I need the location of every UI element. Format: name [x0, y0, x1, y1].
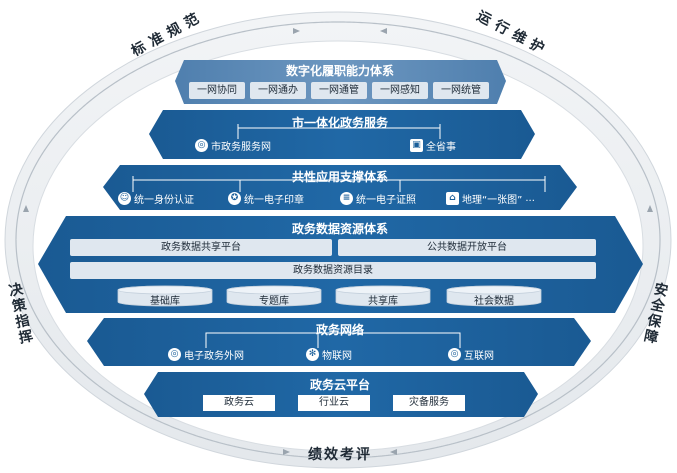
globe-icon: ◎ [195, 139, 208, 152]
license-icon: ≡ [340, 192, 353, 205]
cloud-item: 行业云 [298, 395, 370, 411]
capability-title: 数字化履职能力体系 [285, 64, 394, 78]
cloud-title: 政务云平台 [309, 378, 370, 392]
map-icon: ⌂ [446, 192, 459, 205]
capability-item: 一网通办 [250, 82, 306, 99]
cloud-item: 灾备服务 [393, 395, 465, 411]
common-support-item: ⌂ 地理“一张图” ... [446, 191, 535, 206]
data-resource-title: 政务数据资源体系 [291, 222, 388, 236]
capability-item: 一网统管 [433, 82, 489, 99]
iot-icon: ✻ [306, 348, 319, 361]
globe-icon: ◎ [168, 348, 181, 361]
layer-network-shape [87, 318, 591, 366]
database-cylinder-top [226, 285, 322, 295]
database-label: 基础库 [150, 296, 180, 307]
common-support-title: 共性应用支撑体系 [291, 170, 388, 184]
database-label: 社会数据 [474, 296, 514, 307]
common-support-item: ≡ 统一电子证照 [340, 191, 416, 206]
database-cylinder-top [117, 285, 213, 295]
database-label: 专题库 [259, 296, 289, 307]
data-platform: 政务数据共享平台 [70, 239, 332, 256]
network-title: 政务网络 [315, 323, 364, 337]
capability-item: 一网通管 [311, 82, 367, 99]
capability-item: 一网协同 [189, 82, 245, 99]
network-item: ◎ 互联网 [448, 347, 494, 362]
data-platform: 公共数据开放平台 [338, 239, 596, 256]
database-cylinder-top [335, 285, 431, 295]
layer-gov-service-shape [149, 110, 535, 159]
common-support-ellipsis: ... [525, 193, 535, 204]
data-catalog: 政务数据资源目录 [70, 262, 596, 279]
gov-service-title: 市一体化政务服务 [291, 116, 388, 130]
gov-service-item: ▣ 全省事 [410, 138, 456, 153]
ring-label-performance: 绩效考评 [308, 447, 372, 463]
seal-icon: ✪ [228, 192, 241, 205]
network-item: ✻ 物联网 [306, 347, 352, 362]
cloud-item: 政务云 [203, 395, 275, 411]
database-label: 共享库 [368, 296, 398, 307]
database-cylinder-top [446, 285, 542, 295]
user-icon: ☺ [118, 192, 131, 205]
app-icon: ▣ [410, 139, 423, 152]
network-item: ◎ 电子政务外网 [168, 347, 244, 362]
common-support-item: ✪ 统一电子印章 [228, 191, 304, 206]
capability-item: 一网感知 [372, 82, 428, 99]
gov-service-item: ◎ 市政务服务网 [195, 138, 271, 153]
common-support-item: ☺ 统一身份认证 [118, 192, 194, 206]
globe-icon: ◎ [448, 348, 461, 361]
